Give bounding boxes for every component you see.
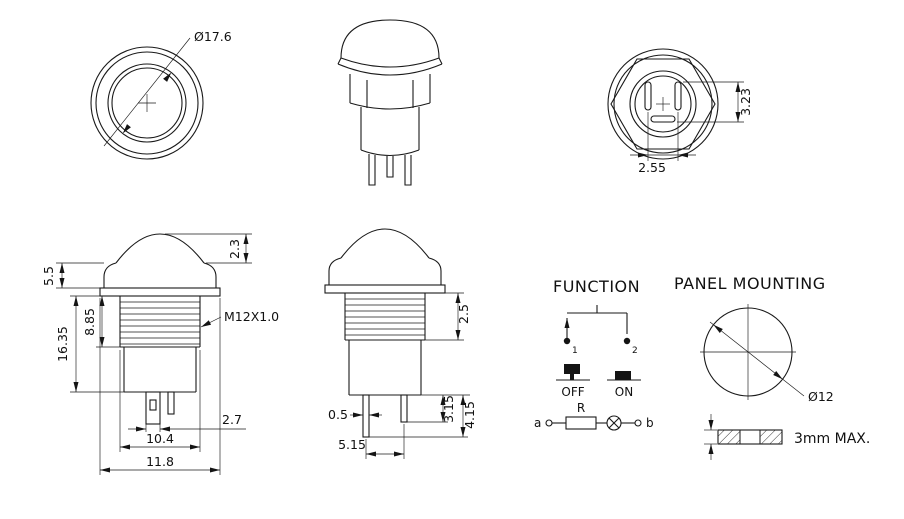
terminal-a (545, 419, 553, 427)
dim-pin-pitch: 5.15 (338, 437, 366, 452)
on-label: ON (615, 385, 633, 399)
section-view: 5.5 2.3 16.35 8.85 M12X1.0 2.7 10.4 11.8 (41, 233, 279, 475)
terminal-b (634, 419, 642, 427)
section-flange (99, 287, 221, 297)
side-view: 2.5 0.5 5.15 3.15 4.15 (324, 228, 477, 459)
pin-center (386, 156, 394, 178)
dim-width-1: 10.4 (146, 431, 174, 446)
pictorial-view (337, 19, 443, 186)
off-label: OFF (561, 385, 584, 399)
rear-pin-right (674, 81, 682, 111)
dim-pin-width: 2.7 (222, 412, 242, 427)
dim-width-2: 11.8 (146, 454, 174, 469)
body-bottom-edge (360, 149, 420, 157)
side-pin-long (362, 394, 370, 438)
dim-front-diameter: Ø17.6 (194, 29, 232, 44)
dim-dome-height: 2.3 (227, 239, 242, 259)
pin-right (404, 155, 412, 186)
dim-rear-pitch: 2.55 (638, 160, 666, 175)
function-diagram: FUNCTION 1 2 OFF ON a R b (534, 277, 654, 431)
label-thread-spec: M12X1.0 (224, 309, 279, 324)
resistor-label: R (577, 401, 585, 415)
pin-left (368, 154, 376, 186)
function-title: FUNCTION (553, 277, 640, 296)
section-dome (115, 233, 205, 264)
bezel-edge (337, 63, 443, 76)
rear-slot-bottom (650, 115, 676, 123)
contact-2-label: 2 (632, 346, 638, 356)
section-pin-main (145, 391, 161, 425)
terminal-b-label: b (646, 416, 654, 430)
dim-pin-long: 4.15 (462, 401, 477, 429)
front-outer-circle (90, 46, 204, 160)
dim-thread-length: 8.85 (82, 308, 97, 336)
dim-thread-exposed: 2.5 (456, 304, 471, 324)
side-dome (340, 228, 430, 259)
contact-1-label: 1 (572, 346, 578, 356)
panel-mounting: PANEL MOUNTING Ø12 3mm MAX. (674, 274, 870, 460)
front-button-inner-circle (111, 67, 183, 139)
rear-outer-circle (607, 48, 719, 160)
dim-hole-diameter: Ø12 (808, 389, 834, 404)
dim-rear-height: 3.23 (738, 88, 753, 116)
panel-mounting-title: PANEL MOUNTING (674, 274, 826, 293)
dome-outline (340, 19, 440, 59)
hole-diameter-leader (709, 321, 805, 397)
section-pin-secondary (167, 391, 175, 415)
contact-1-dot (563, 337, 571, 345)
hex-nut-outline (610, 58, 716, 150)
dim-pin-short: 3.15 (441, 395, 456, 423)
side-flange (324, 284, 446, 294)
hex-nut-edge (349, 102, 431, 110)
resistor-symbol (565, 416, 597, 430)
dim-body-length: 16.35 (55, 326, 70, 362)
side-pin-short (400, 394, 408, 423)
front-diameter-leader (103, 37, 191, 147)
contact-2-dot (623, 337, 631, 345)
rear-view: 3.23 2.55 (607, 48, 753, 175)
front-bezel-circle (95, 51, 199, 155)
front-view: Ø17.6 (90, 29, 232, 160)
terminal-a-label: a (534, 416, 541, 430)
rear-pin-left (644, 81, 652, 111)
on-button-icon (615, 371, 631, 380)
dim-panel-thickness: 3mm MAX. (794, 431, 870, 447)
dim-cap-height: 5.5 (41, 266, 56, 286)
dim-pin-thickness: 0.5 (328, 407, 348, 422)
front-button-circle (107, 63, 187, 143)
off-button-icon (564, 364, 580, 374)
